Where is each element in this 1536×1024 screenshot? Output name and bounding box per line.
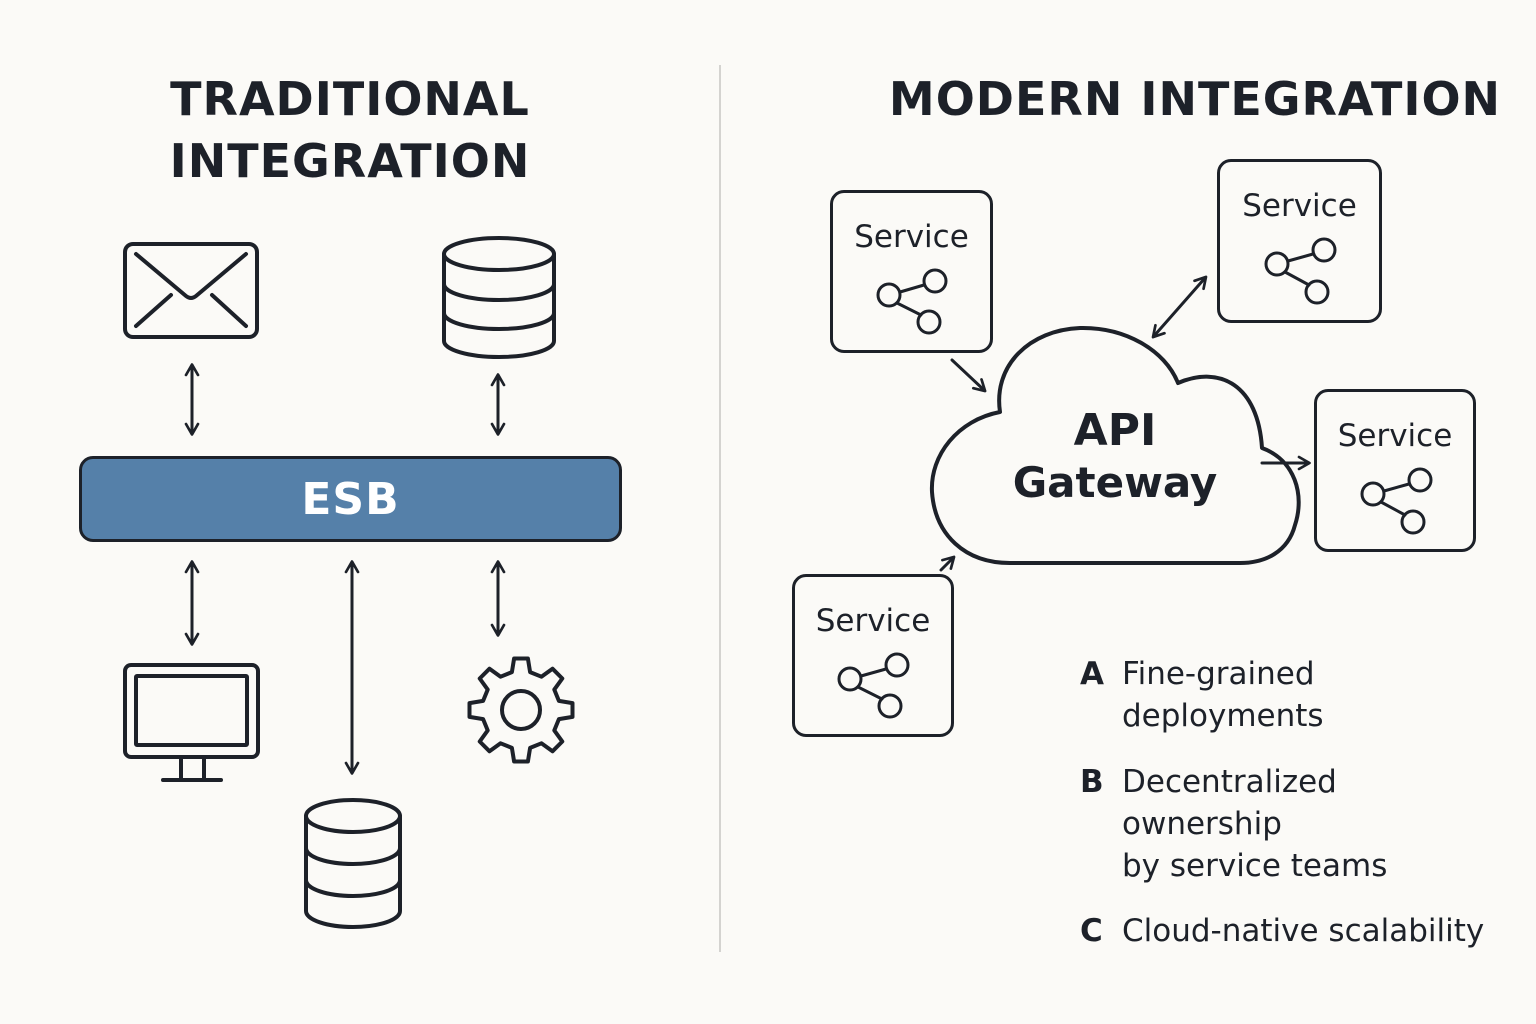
service-label: Service: [854, 219, 969, 255]
benefit-letter: A: [1080, 656, 1104, 692]
service-label: Service: [1337, 418, 1453, 454]
share-nodes-icon: [876, 268, 948, 335]
benefit-letter: C: [1080, 913, 1103, 949]
benefit-text: Cloud-native scalability: [1122, 913, 1485, 949]
service-label: Service: [815, 603, 931, 639]
gateway-label-gateway: Gateway: [1012, 458, 1218, 507]
share-nodes-icon: [1264, 237, 1337, 305]
benefit-letter: B: [1080, 764, 1104, 800]
title-line-1: TRADITIONAL: [170, 72, 530, 126]
monitor-icon: [123, 663, 260, 782]
service-box-top-left: Service: [830, 190, 993, 353]
gateway-label-api: API: [1073, 405, 1157, 456]
traditional-integration-title: TRADITIONAL INTEGRATION: [120, 68, 580, 192]
service-box-bottom-left: Service: [792, 574, 954, 737]
gear-icon: [467, 656, 575, 764]
envelope-icon: [123, 242, 259, 339]
arrow-gateway-service2: [1151, 275, 1208, 339]
service-box-right: Service: [1314, 389, 1476, 552]
benefit-text: Decentralized ownership by service teams: [1122, 764, 1388, 884]
title-line-2: INTEGRATION: [169, 134, 531, 188]
service-label: Service: [1242, 188, 1357, 224]
panel-divider: [719, 65, 721, 952]
arrow-service4-gateway: [939, 555, 956, 572]
cloud-icon: [929, 325, 1301, 565]
benefit-text: Fine-grained deployments: [1122, 656, 1324, 734]
database-icon-top: [442, 236, 556, 359]
service-box-top-right: Service: [1217, 159, 1382, 323]
modern-integration-title: MODERN INTEGRATION: [888, 72, 1502, 126]
share-nodes-icon: [837, 652, 910, 719]
database-icon-bottom: [304, 798, 402, 929]
arrow-service1-gateway: [950, 358, 987, 393]
share-nodes-icon: [1360, 467, 1433, 535]
esb-bus: ESB: [79, 456, 622, 542]
esb-label: ESB: [301, 473, 400, 525]
